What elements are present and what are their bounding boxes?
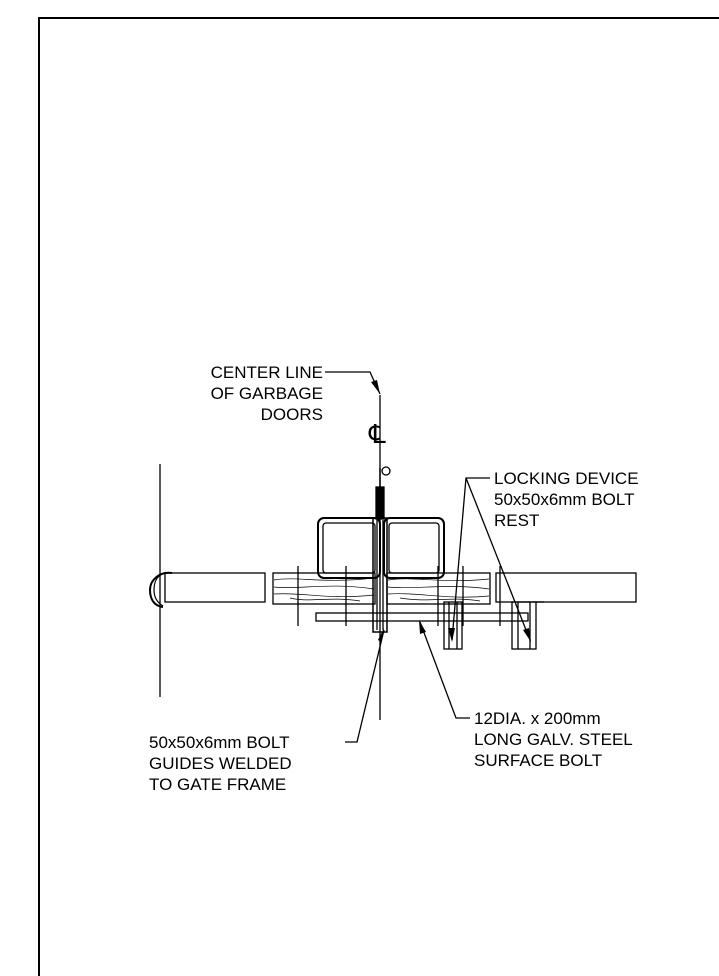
center-line-text-3: DOORS [260,405,323,424]
leader-bolt-guides [345,629,385,743]
bolt-guides-text-2: GUIDES WELDED [149,754,292,773]
surface-bolt-rod [315,612,529,622]
locking-device-text-3: REST [494,511,540,530]
bolt-rest-right [511,601,537,650]
locking-device-text-1: LOCKING DEVICE [494,469,639,488]
surface-bolt-text-2: LONG GALV. STEEL [474,730,633,749]
callout-center-line: CENTER LINE OF GARBAGE DOORS [211,362,323,425]
right-door-panel [495,572,637,603]
sheet-border [38,17,719,976]
handle-pivot [381,466,391,476]
leader-locking-device [451,477,490,641]
locking-device-text-2: 50x50x6mm BOLT [494,490,635,509]
center-line-text-1: CENTER LINE [210,363,323,382]
callout-locking-device: LOCKING DEVICE 50x50x6mm BOLT REST [494,468,639,531]
bolt-guides-text-3: TO GATE FRAME [149,775,287,794]
surface-bolt-text-1: 12DIA. x 200mm [474,709,601,728]
right-shs-inner [388,522,440,574]
center-line-text-2: OF GARBAGE [210,384,323,403]
right-shs-outer [383,517,445,579]
left-shs-outer [317,517,381,579]
left-door-panel [164,572,266,603]
bolt-rest-left [443,601,463,650]
centerline-symbol: ℄ [368,420,386,450]
leader-surface-bolt [419,621,470,719]
callout-surface-bolt: 12DIA. x 200mm LONG GALV. STEEL SURFACE … [474,708,633,771]
callout-bolt-guides: 50x50x6mm BOLT GUIDES WELDED TO GATE FRA… [149,732,292,795]
surface-bolt-text-3: SURFACE BOLT [474,751,603,770]
left-shs-inner [322,522,376,574]
bolt-guides-text-1: 50x50x6mm BOLT [149,733,290,752]
